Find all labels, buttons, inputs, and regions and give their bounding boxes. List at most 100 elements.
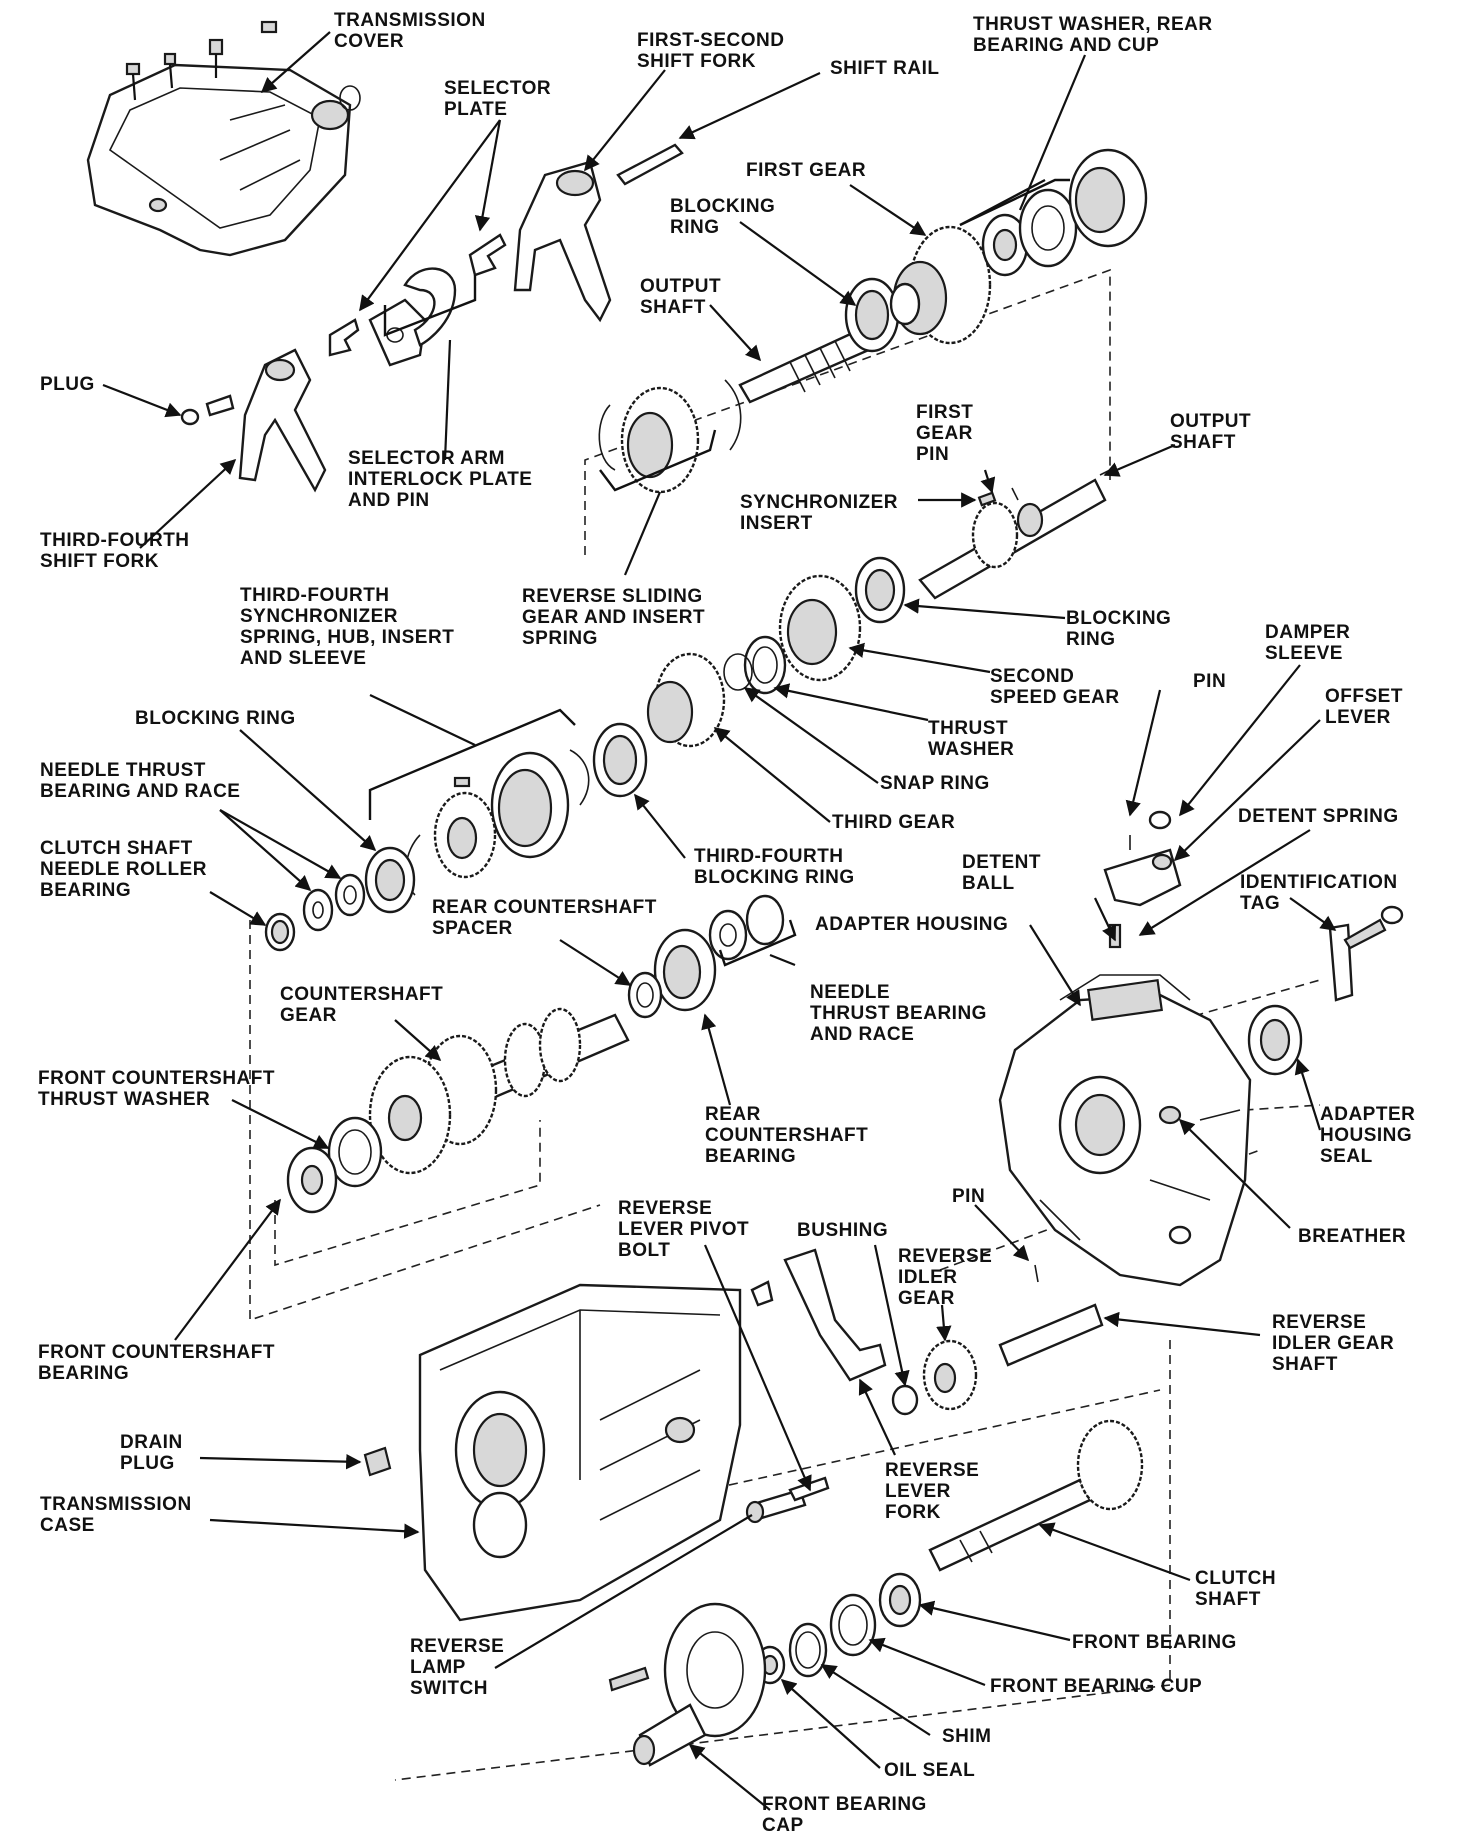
label-identification-tag: IDENTIFICATION TAG: [1240, 872, 1398, 914]
label-reverse-lever-pivot-bolt: REVERSE LEVER PIVOT BOLT: [618, 1198, 750, 1261]
group-brackets: [368, 178, 1070, 967]
third-fourth-synchronizer-drawing: [405, 749, 590, 896]
label-detent-ball: DETENT BALL: [962, 852, 1041, 894]
label-reverse-idler-gear-shaft: REVERSE IDLER GEAR SHAFT: [1272, 1312, 1395, 1375]
label-output-shaft-right: OUTPUT SHAFT: [1170, 411, 1252, 453]
label-countershaft-gear: COUNTERSHAFT GEAR: [280, 984, 444, 1026]
label-reverse-lamp-switch: REVERSE LAMP SWITCH: [410, 1636, 505, 1699]
label-pin-top: PIN: [1193, 671, 1227, 692]
label-first-second-shift-fork: FIRST-SECOND SHIFT FORK: [637, 30, 785, 72]
drain-plug-drawing: [363, 1446, 392, 1477]
label-front-bearing: FRONT BEARING: [1072, 1632, 1237, 1653]
label-third-fourth-synchronizer: THIRD-FOURTH SYNCHRONIZER SPRING, HUB, I…: [240, 585, 455, 669]
first-second-shift-fork-drawing: [513, 160, 612, 323]
label-blocking-ring-left: BLOCKING RING: [135, 708, 296, 729]
blocking-ring-top-drawing: [844, 277, 900, 353]
leader-lines: [102, 31, 1337, 1811]
label-third-fourth-shift-fork: THIRD-FOURTH SHIFT FORK: [40, 530, 190, 572]
label-third-fourth-blocking-ring: THIRD-FOURTH BLOCKING RING: [694, 846, 855, 888]
reverse-idler-gear-shaft-drawing: [998, 1264, 1104, 1367]
rear-countershaft-spacer-drawing: [627, 971, 663, 1019]
label-reverse-idler-gear: REVERSE IDLER GEAR: [898, 1246, 993, 1309]
shift-rail-drawing: [616, 143, 684, 186]
label-output-shaft-top: OUTPUT SHAFT: [640, 276, 722, 318]
label-front-countershaft-thrust-washer: FRONT COUNTERSHAFT THRUST WASHER: [38, 1068, 275, 1110]
blocking-ring-right-drawing: [854, 556, 906, 624]
identification-tag-drawing: [1328, 905, 1404, 1002]
label-rear-countershaft-bearing: REAR COUNTERSHAFT BEARING: [705, 1104, 869, 1167]
output-shaft-right-drawing: [918, 469, 1111, 600]
label-snap-ring: SNAP RING: [880, 773, 990, 794]
label-blocking-ring-top: BLOCKING RING: [670, 196, 776, 238]
front-bearing-drawing: [878, 1572, 922, 1628]
thrust-washer-bearing-cup-drawing: [981, 148, 1148, 277]
label-second-speed-gear: SECOND SPEED GEAR: [990, 666, 1120, 708]
label-adapter-housing: ADAPTER HOUSING: [815, 914, 1009, 935]
label-selector-plate: SELECTOR PLATE: [444, 78, 552, 120]
offset-lever-drawing: [1103, 810, 1182, 949]
label-reverse-lever-fork: REVERSE LEVER FORK: [885, 1460, 980, 1523]
reverse-lamp-switch-drawing: [745, 1488, 807, 1524]
label-transmission-case: TRANSMISSION CASE: [40, 1494, 192, 1536]
label-pin-mid: PIN: [952, 1186, 986, 1207]
label-third-gear: THIRD GEAR: [832, 812, 956, 833]
label-bushing: BUSHING: [797, 1220, 889, 1241]
label-shift-rail: SHIFT RAIL: [830, 58, 940, 79]
countershaft-gear-drawing: [368, 1007, 630, 1175]
first-gear-drawing: [889, 225, 992, 345]
label-first-gear: FIRST GEAR: [746, 160, 867, 181]
thrust-washer-snap-ring-drawing: [723, 635, 787, 695]
needle-thrust-bearing-race-2-drawing: [708, 894, 785, 961]
rear-countershaft-bearing-drawing: [653, 928, 717, 1012]
bushing-drawing: [891, 1384, 919, 1416]
transmission-case-drawing: [418, 1283, 742, 1622]
shim-drawing: [788, 1622, 828, 1678]
adapter-housing-seal-drawing: [1247, 1004, 1303, 1076]
label-drain-plug: DRAIN PLUG: [120, 1432, 183, 1474]
label-front-countershaft-bearing: FRONT COUNTERSHAFT BEARING: [38, 1342, 275, 1384]
label-breather: BREATHER: [1298, 1226, 1407, 1247]
label-thrust-washer-rear-bearing-cup: THRUST WASHER, REAR BEARING AND CUP: [973, 14, 1213, 56]
label-oil-seal: OIL SEAL: [884, 1760, 976, 1781]
label-plug: PLUG: [40, 374, 95, 395]
label-damper-sleeve: DAMPER SLEEVE: [1265, 622, 1351, 664]
clutch-shaft-drawing: [928, 1419, 1144, 1572]
needle-thrust-bearing-race-drawing: [302, 873, 366, 932]
label-adapter-housing-seal: ADAPTER HOUSING SEAL: [1320, 1104, 1416, 1167]
front-countershaft-thrust-washer-drawing: [327, 1116, 383, 1188]
reverse-idler-gear-drawing: [922, 1339, 978, 1411]
reverse-sliding-gear-drawing: [598, 379, 742, 494]
label-front-bearing-cup: FRONT BEARING CUP: [990, 1676, 1203, 1697]
front-bearing-cup-drawing: [829, 1593, 877, 1657]
label-rear-countershaft-spacer: REAR COUNTERSHAFT SPACER: [432, 897, 657, 939]
label-needle-thrust-bearing-race-2: NEEDLE THRUST BEARING AND RACE: [810, 982, 987, 1045]
third-fourth-blocking-ring-drawing: [592, 722, 648, 798]
label-transmission-cover: TRANSMISSION COVER: [334, 10, 486, 52]
label-clutch-shaft-needle-roller: CLUTCH SHAFT NEEDLE ROLLER BEARING: [40, 838, 207, 901]
front-countershaft-bearing-drawing: [286, 1146, 338, 1214]
transmission-cover-drawing: [86, 20, 361, 257]
label-offset-lever: OFFSET LEVER: [1325, 686, 1403, 728]
label-shim: SHIM: [942, 1726, 992, 1747]
label-first-gear-pin: FIRST GEAR PIN: [916, 402, 974, 465]
label-selector-arm: SELECTOR ARM INTERLOCK PLATE AND PIN: [348, 448, 533, 511]
blocking-ring-left-drawing: [364, 846, 416, 914]
cover-bolts: [125, 20, 278, 101]
adapter-housing-drawing: [998, 974, 1252, 1287]
label-detent-spring: DETENT SPRING: [1238, 806, 1399, 827]
front-bearing-cap-drawing: [608, 1602, 767, 1767]
selector-arm-drawing: [368, 267, 457, 367]
reverse-lever-fork-drawing: [750, 1248, 887, 1382]
label-front-bearing-cap: FRONT BEARING CAP: [762, 1794, 927, 1836]
clutch-shaft-needle-roller-drawing: [264, 912, 296, 952]
third-gear-drawing: [646, 652, 726, 748]
third-fourth-shift-fork-drawing: [180, 348, 327, 493]
label-needle-thrust-bearing-race: NEEDLE THRUST BEARING AND RACE: [40, 760, 241, 802]
label-blocking-ring-right: BLOCKING RING: [1066, 608, 1172, 650]
label-synchronizer-insert: SYNCHRONIZER INSERT: [740, 492, 899, 534]
second-speed-gear-drawing: [778, 574, 862, 682]
label-clutch-shaft: CLUTCH SHAFT: [1195, 1568, 1277, 1610]
label-reverse-sliding-gear: REVERSE SLIDING GEAR AND INSERT SPRING: [522, 586, 706, 649]
label-thrust-washer: THRUST WASHER: [928, 718, 1015, 760]
